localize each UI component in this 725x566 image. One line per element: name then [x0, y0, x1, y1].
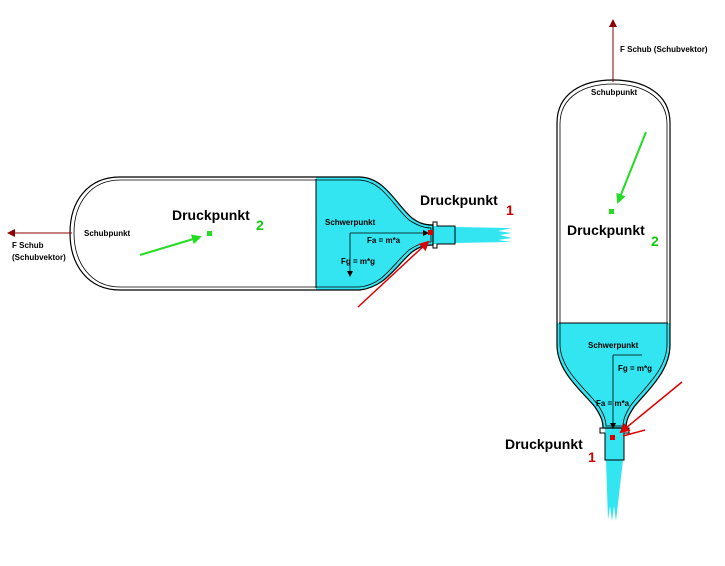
horizontal-pressure-point-2-marker [207, 231, 212, 236]
horizontal-nozzle-water [433, 226, 455, 244]
horizontal-thrust-point-label: Schubpunkt [84, 229, 131, 238]
horizontal-thrust-label-line2: (Schubvektor) [12, 253, 66, 262]
horizontal-pressure-point-2-number: 2 [256, 217, 264, 233]
horizontal-pressure-point-2-arrow [139, 234, 202, 256]
horizontal-pressure-point-1-label: Druckpunkt [420, 192, 498, 208]
horizontal-water-fill [316, 177, 433, 290]
vertical-pressure-point-1-arrow-short [622, 429, 646, 437]
vertical-fa-label: Fa = m*a [596, 399, 630, 408]
vertical-pressure-point-1-label: Druckpunkt [505, 436, 583, 452]
vertical-pressure-point-2-label: Druckpunkt [567, 222, 645, 238]
horizontal-nozzle [432, 221, 456, 249]
vertical-pressure-point-2-arrow [616, 131, 647, 204]
horizontal-thrust-label-line1: F Schub [12, 241, 44, 250]
vertical-pressure-point-1-number: 1 [588, 449, 596, 465]
horizontal-gravity-center-label: Schwerpunkt [325, 218, 376, 227]
horizontal-bottle-inner-outline [73, 179, 432, 288]
vertical-nozzle-water [605, 428, 624, 460]
vertical-pressure-point-2-marker [609, 209, 614, 214]
horizontal-pressure-point-1-marker [428, 230, 433, 235]
vertical-thrust-label: F Schub (Schubvektor) [620, 45, 708, 54]
vertical-pressure-point-1-arrow [619, 381, 683, 434]
vertical-pressure-point-2-number: 2 [651, 233, 659, 249]
horizontal-pressure-point-2-label: Druckpunkt [172, 207, 250, 223]
horizontal-water-jet [455, 227, 512, 243]
horizontal-pressure-point-1-number: 1 [506, 202, 514, 218]
vertical-thrust-point-label: Schubpunkt [591, 88, 638, 97]
horizontal-pressure-point-1-arrow [357, 240, 430, 308]
vertical-water-fill [557, 323, 670, 428]
horizontal-rocket: F Schub (Schubvektor) Schubpunkt Druckpu… [7, 176, 514, 308]
vertical-bottle-inner-outline [559, 83, 668, 427]
horizontal-fa-label: Fa = m*a [367, 236, 401, 245]
horizontal-fg-label: Fg = m*g [341, 257, 375, 266]
vertical-gravity-center-label: Schwerpunkt [588, 341, 639, 350]
vertical-water-jet [606, 460, 623, 521]
vertical-fg-label: Fg = m*g [618, 364, 652, 373]
vertical-rocket: F Schub (Schubvektor) Schubpunkt Druckpu… [505, 19, 708, 521]
vertical-pressure-point-1-marker [610, 435, 615, 440]
